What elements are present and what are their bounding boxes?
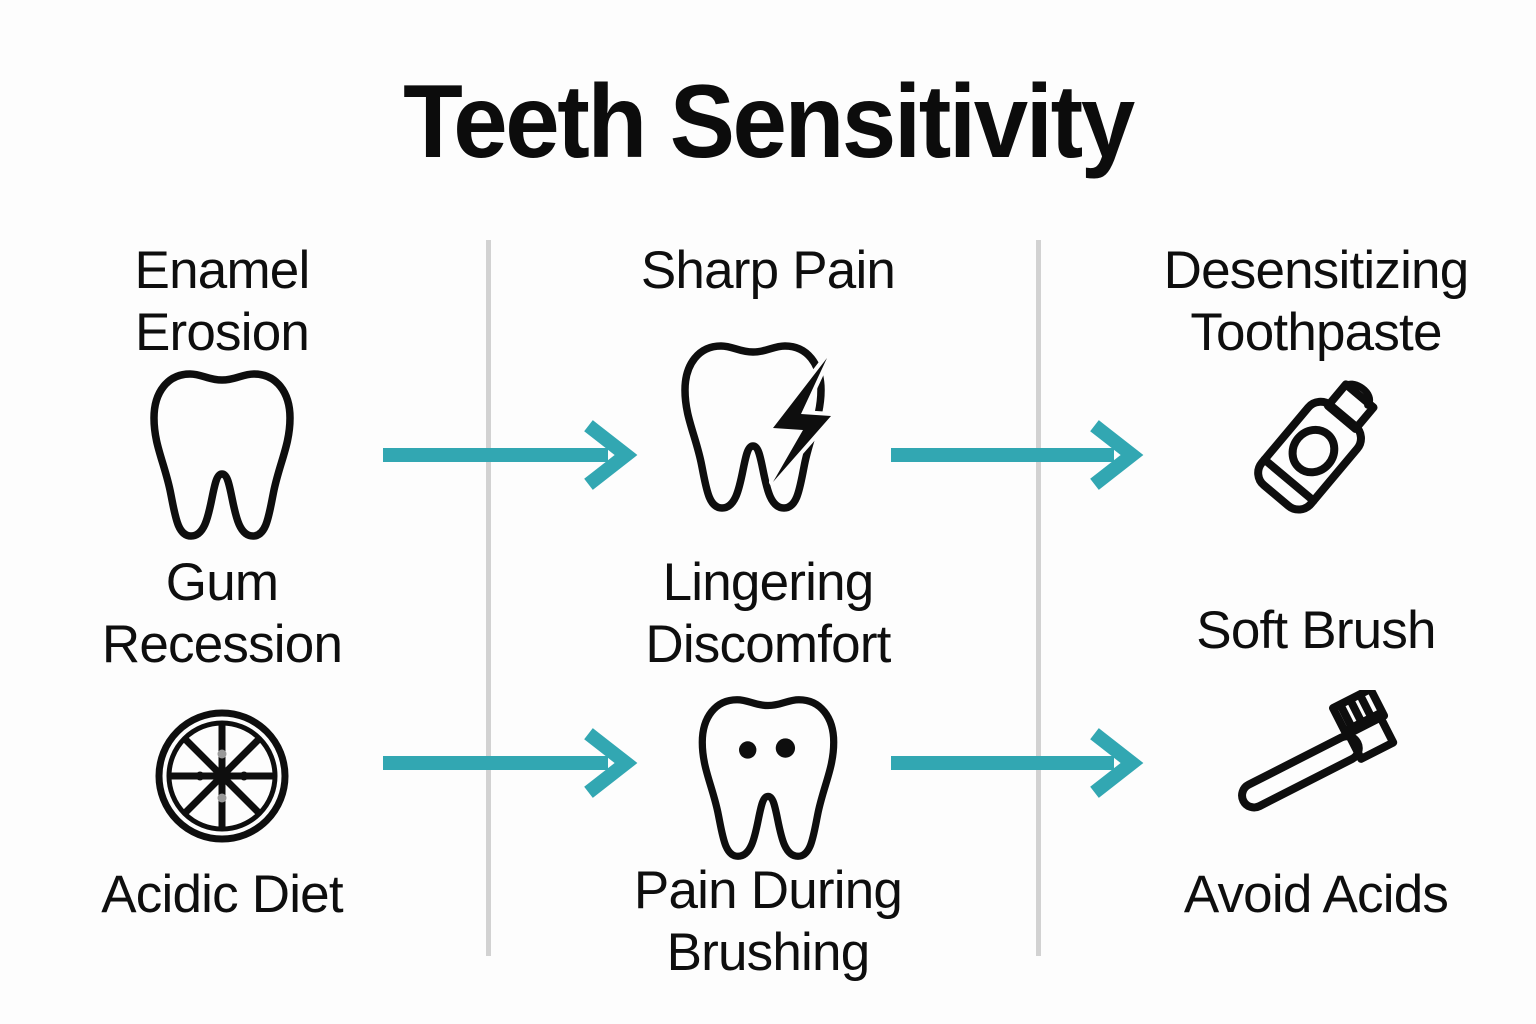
label-avoid-acids: Avoid Acids <box>1183 865 1449 924</box>
label-acidic-diet: Acidic Diet <box>101 865 343 924</box>
label-sharp-pain: Sharp Pain <box>640 241 896 300</box>
label-brushing-line2: Brushing <box>666 923 871 982</box>
tooth-outline-icon <box>32 366 412 544</box>
label-soft-brush: Soft Brush <box>1196 601 1436 660</box>
label-lingering-line2: Discomfort <box>645 615 891 674</box>
label-brushing-line1: Pain During <box>633 861 903 920</box>
label-desens-line1: Desensitizing <box>1163 241 1470 300</box>
label-gum-line1: Gum <box>165 553 279 612</box>
label-enamel-line1: Enamel <box>134 241 311 300</box>
arrow-right-icon-row2-right <box>888 728 1144 798</box>
toothbrush-icon <box>1126 690 1506 840</box>
arrow-right-icon-row1-right <box>888 420 1144 490</box>
citrus-slice-icon <box>32 706 412 846</box>
column-divider-left <box>486 240 491 956</box>
label-desens-line2: Toothpaste <box>1190 303 1442 362</box>
label-lingering-line1: Lingering <box>662 553 875 612</box>
tooth-cavity-icon <box>578 692 958 864</box>
page-title: Teeth Sensitivity <box>403 64 1135 180</box>
arrow-right-icon-row1-left <box>380 420 638 490</box>
arrow-right-icon-row2-left <box>380 728 638 798</box>
column-divider-right <box>1036 240 1041 956</box>
toothpaste-tube-icon <box>1126 364 1506 532</box>
label-enamel-line2: Erosion <box>134 303 310 362</box>
label-gum-line2: Recession <box>101 615 343 674</box>
tooth-lightning-icon <box>578 332 958 518</box>
